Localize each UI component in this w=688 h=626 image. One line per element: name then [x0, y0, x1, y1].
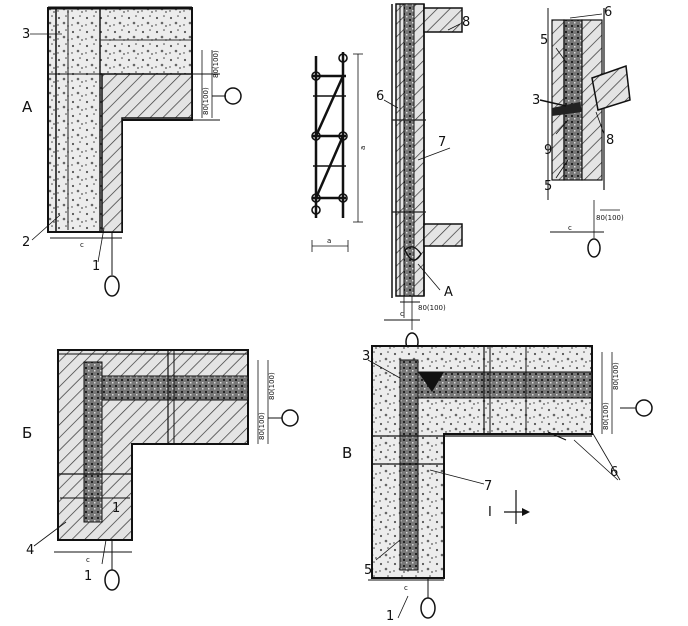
frame-height-dim: a	[359, 146, 367, 150]
panel-a-title: А	[22, 98, 33, 116]
panel-a: А 3 2 1 80(100) 80(100) c	[22, 6, 242, 297]
callout-1: 1	[92, 259, 100, 274]
axis-dim-label: c	[80, 241, 84, 249]
dim-label: 80(100)	[418, 304, 446, 312]
callout-8: 8	[462, 15, 470, 30]
callout-4: 4	[26, 543, 34, 558]
axis-marker	[281, 409, 299, 427]
callout-7: 7	[484, 479, 492, 494]
callout-3: 3	[22, 27, 30, 42]
callout-1: 1	[84, 569, 92, 584]
callout-9: 9	[544, 143, 552, 158]
dim-label: 80(100)	[612, 362, 620, 390]
axis-marker	[420, 597, 436, 619]
axis-marker	[224, 87, 242, 105]
panel-b-title: Б	[22, 424, 32, 442]
dim-label: 80(100)	[602, 402, 610, 430]
callout-6: 6	[604, 5, 612, 20]
callout-6: 6	[376, 89, 384, 104]
floor-slab	[423, 223, 463, 247]
panel-b: Б 4 1 1 80(100) 80(100) c	[22, 349, 299, 591]
axis-dim-label: c	[400, 310, 404, 318]
dim-label: 80(100)	[268, 372, 276, 400]
callout-2: 2	[22, 235, 30, 250]
dim-label: 80(100)	[202, 87, 210, 115]
callout-5: 5	[544, 179, 552, 194]
axis-marker	[587, 238, 601, 258]
axis-dim-label: c	[568, 224, 572, 232]
callout-3: 3	[532, 93, 540, 108]
callout-8: 8	[606, 133, 614, 148]
reinforcement-frame: a a	[311, 52, 367, 252]
callout-1: 1	[112, 501, 120, 516]
dim-label: 80(100)	[258, 412, 266, 440]
callout-5: 5	[540, 33, 548, 48]
callout-6: 6	[610, 465, 618, 480]
section-mark-i: I	[488, 505, 492, 520]
callout-1: 1	[386, 609, 394, 624]
floor-slab	[591, 64, 631, 111]
axis-marker	[104, 569, 120, 591]
axis-marker	[104, 275, 120, 297]
panel-v: В 3 7 6 5 1 80(100) 80(100) I c	[342, 345, 653, 624]
panel-section-wall: 8 6 7 A 80(100) c	[376, 3, 470, 352]
callout-5: 5	[364, 563, 372, 578]
axis-dim-label: c	[404, 584, 408, 592]
dim-label: 80(100)	[212, 50, 220, 78]
panel-detail: 6 5 3 9 8 5 80(100) c	[532, 5, 631, 258]
floor-slab	[423, 7, 463, 33]
section-mark-a: A	[444, 285, 453, 300]
callout-3: 3	[362, 349, 370, 364]
frame-width-dim: a	[327, 237, 331, 245]
callout-7: 7	[438, 135, 446, 150]
axis-marker	[635, 399, 653, 417]
axis-dim-label: c	[86, 556, 90, 564]
panel-v-title: В	[342, 444, 352, 462]
dim-label: 80(100)	[596, 214, 624, 222]
